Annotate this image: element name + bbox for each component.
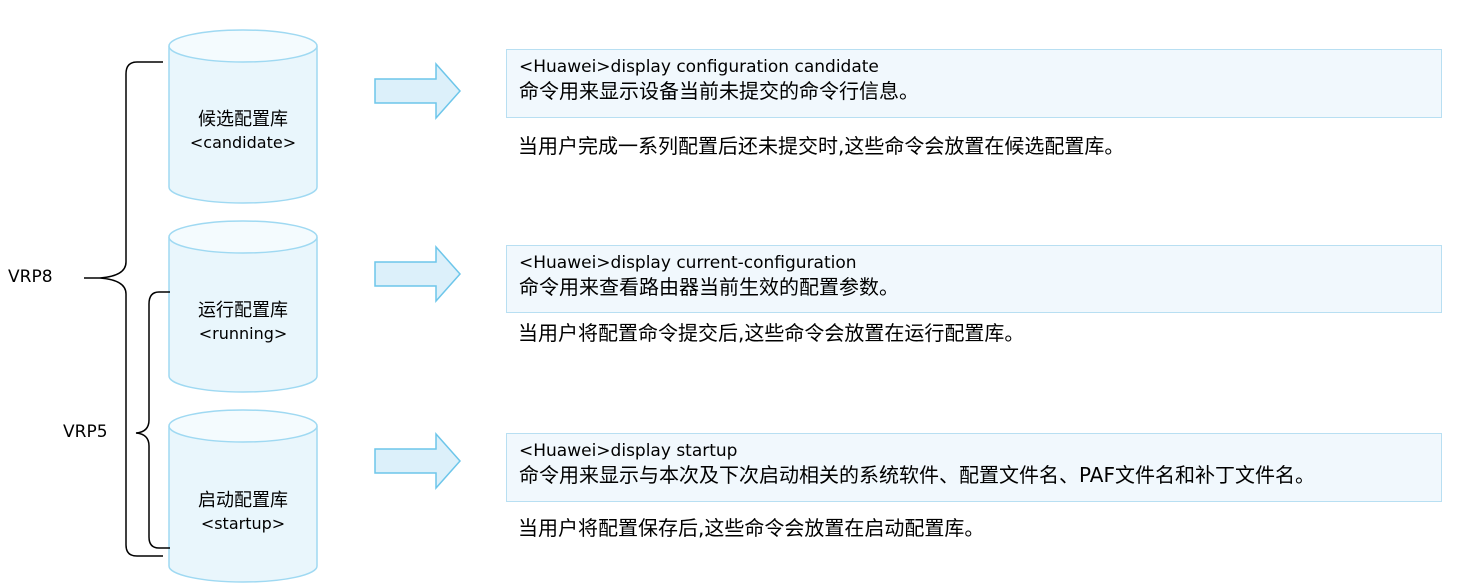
command-description: 命令用来查看路由器当前生效的配置参数。 <box>519 275 899 299</box>
db-name-startup: 启动配置库 <box>198 490 288 511</box>
command-text: <Huawei>display configuration candidate <box>519 57 879 77</box>
command-box-candidate: <Huawei>display configuration candidate … <box>506 49 1442 118</box>
command-description: 命令用来显示与本次及下次启动相关的系统软件、配置文件名、PAF文件名和补丁文件名… <box>519 463 1315 487</box>
arrow-candidate <box>374 62 462 120</box>
arrow-running <box>374 245 462 303</box>
db-tag-running: <running> <box>198 324 288 343</box>
db-label-startup: 启动配置库 <startup> <box>168 489 318 535</box>
vrp5-brace <box>135 291 170 549</box>
db-tag-startup: <startup> <box>200 514 286 533</box>
note-running: 当用户将配置命令提交后,这些命令会放置在运行配置库。 <box>518 321 1025 345</box>
vrp8-label: VRP8 <box>8 267 53 287</box>
command-description: 命令用来显示设备当前未提交的命令行信息。 <box>519 79 919 103</box>
db-tag-candidate: <candidate> <box>189 133 297 152</box>
vrp5-label: VRP5 <box>63 422 108 442</box>
note-candidate: 当用户完成一系列配置后还未提交时,这些命令会放置在候选配置库。 <box>518 134 1125 158</box>
db-name-running: 运行配置库 <box>198 300 288 321</box>
db-label-candidate: 候选配置库 <candidate> <box>168 108 318 154</box>
db-name-candidate: 候选配置库 <box>198 109 288 130</box>
cylinder-candidate <box>168 29 318 204</box>
vrp8-brace <box>99 61 163 557</box>
cylinder-startup <box>168 409 318 583</box>
cylinder-running <box>168 220 318 393</box>
command-box-running: <Huawei>display current-configuration 命令… <box>506 245 1442 313</box>
note-startup: 当用户将配置保存后,这些命令会放置在启动配置库。 <box>518 516 985 540</box>
db-label-running: 运行配置库 <running> <box>168 299 318 345</box>
command-text: <Huawei>display startup <box>519 441 738 461</box>
command-text: <Huawei>display current-configuration <box>519 253 857 273</box>
arrow-startup <box>374 432 462 490</box>
command-box-startup: <Huawei>display startup 命令用来显示与本次及下次启动相关… <box>506 433 1442 502</box>
